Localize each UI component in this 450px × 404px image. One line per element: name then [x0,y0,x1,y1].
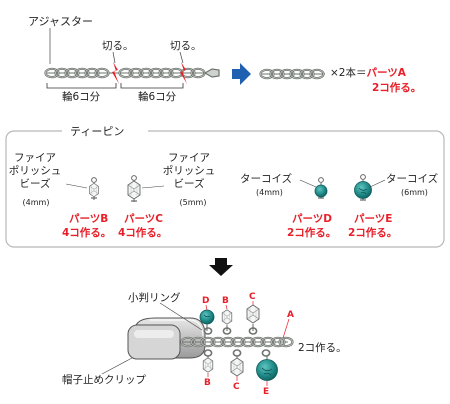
final-bead-b-top-icon [221,309,233,331]
final-letter-b-top: B [222,296,229,306]
down-arrow-icon [209,258,233,276]
final-letter-b-bottom: B [204,378,211,388]
hook-icon [203,68,220,78]
final-bead-e-icon [256,356,278,381]
bead-e-name: ターコイズ [386,173,439,185]
part-b-label: パーツB [69,213,109,225]
span-bracket-2 [120,83,184,89]
cut-mark-1-icon [112,62,119,84]
final-letter-c-top: C [249,292,256,302]
result-times: ×2本＝ [330,67,367,79]
ring-label: 小判リング [128,292,181,304]
teepin-title: ティーピン [70,125,125,138]
bead-d-size: (4mm) [256,188,283,197]
bead-e-size: (6mm) [401,188,428,197]
bead-b-name: ファイア ポリッシュ ビーズ [8,152,62,190]
final-chain [180,327,294,357]
final-bead-b-bottom-icon [202,356,214,373]
cut-label-2: 切る。 [170,40,202,52]
final-letter-d: D [202,296,210,306]
adjuster-label: アジャスター [28,15,94,28]
final-make-label: 2コ作る。 [298,342,347,354]
result-chain [259,68,325,80]
bead-c-name: ファイア ポリッシュ ビーズ [162,152,216,190]
cut-mark-2-icon [180,62,187,84]
bead-e-icon [354,174,372,201]
span-label-1: 輪6コ分 [62,91,101,103]
final-bead-c-bottom-icon [230,356,244,377]
span-bracket-1 [46,83,117,89]
clip-label: 帽子止めクリップ [62,374,146,386]
bead-b-size: (4mm) [22,198,50,207]
bead-d-icon [314,177,328,199]
part-b-make: 4コ作る。 [62,227,112,239]
result-part-a: パーツA [366,67,406,79]
final-letter-a: A [287,310,294,320]
final-letter-e: E [263,387,270,397]
part-d-label: パーツD [292,213,333,225]
bead-d-name: ターコイズ [240,173,293,185]
right-arrow-icon [232,63,251,85]
bead-c-icon [127,175,141,202]
teepin-panel [5,130,445,248]
final-letter-c-bottom: C [233,382,240,392]
part-d-make: 2コ作る。 [287,227,337,239]
bead-b-icon [89,177,99,200]
part-e-label: パーツE [354,213,393,225]
result-make-a: 2コ作る。 [372,82,422,94]
part-c-make: 4コ作る。 [118,227,168,239]
final-bead-c-top-icon [246,304,260,331]
span-label-2: 輪6コ分 [138,91,177,103]
adjuster-chain [44,67,220,79]
part-e-make: 2コ作る。 [348,227,398,239]
hat-clip-icon [127,317,206,360]
part-c-label: パーツC [124,213,163,225]
bead-c-size: (5mm) [179,198,207,207]
result-line: ×2本＝パーツA [330,67,406,79]
cut-label-1: 切る。 [102,40,134,52]
